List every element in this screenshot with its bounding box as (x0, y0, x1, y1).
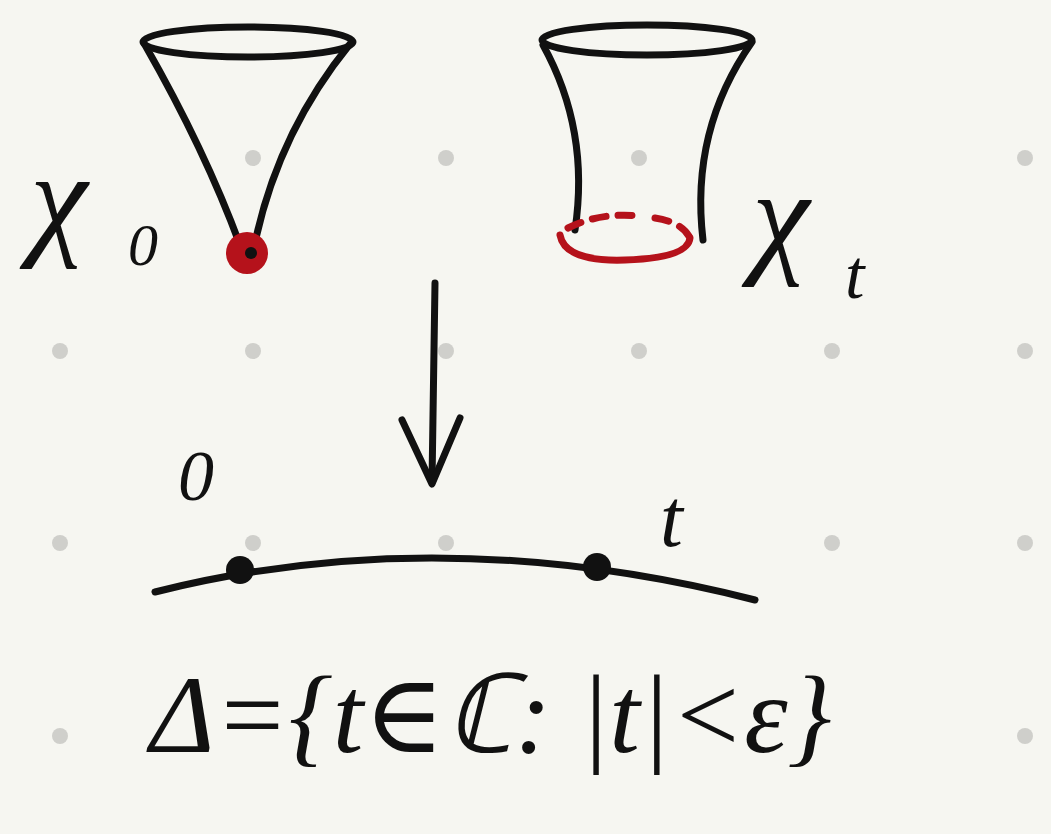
base-point (583, 553, 611, 581)
fiber-subscript: 0 (128, 215, 158, 275)
vanishing-cycle (560, 215, 690, 260)
singular-point (226, 232, 268, 274)
disc-definition: Δ={t∈ℂ: |t|<ε} (150, 660, 832, 770)
fiber-subscript: t (845, 240, 864, 310)
point-label: t (660, 478, 683, 560)
smooth-fiber (542, 25, 752, 240)
fiber-symbol: χ (30, 132, 87, 262)
projection-arrow (402, 283, 460, 484)
grid-dots (52, 150, 1033, 744)
base-point (226, 556, 254, 584)
point-label: 0 (178, 440, 214, 512)
cone-fiber (143, 27, 353, 245)
fiber-symbol: χ (752, 150, 809, 280)
singular-point (245, 247, 257, 259)
